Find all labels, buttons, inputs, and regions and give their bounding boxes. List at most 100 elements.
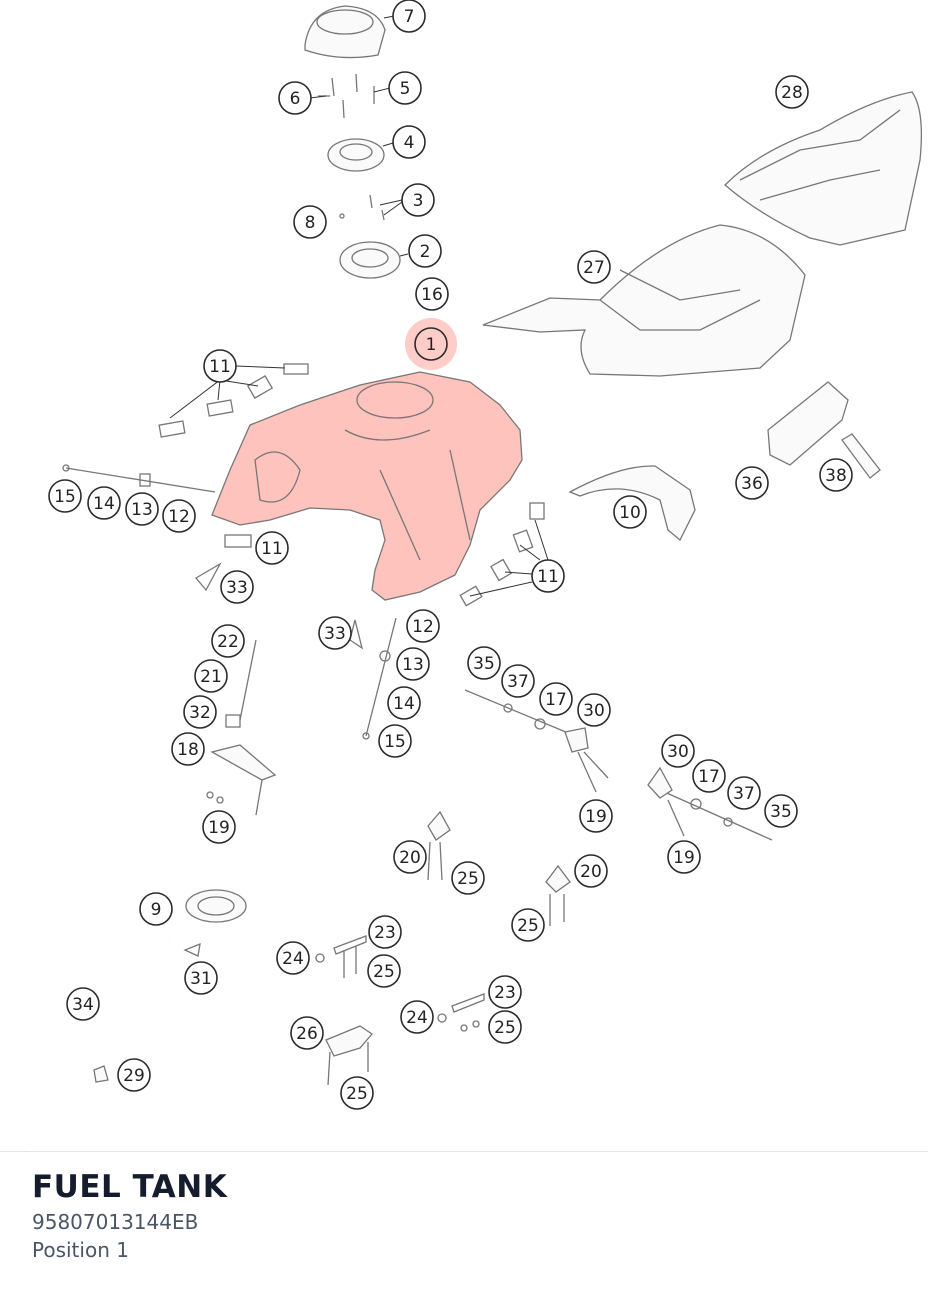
callout-c27[interactable]: 27 (577, 250, 611, 284)
callout-c7[interactable]: 7 (392, 0, 426, 33)
part-filler-cap[interactable] (327, 138, 385, 172)
callout-number: 6 (290, 89, 301, 109)
callout-number: 15 (54, 487, 76, 507)
callout-number: 24 (406, 1008, 428, 1028)
callout-c9[interactable]: 9 (139, 892, 173, 926)
part-bracket-right-lower[interactable] (647, 766, 773, 841)
part-tank-pads[interactable] (158, 363, 545, 650)
callout-c36[interactable]: 36 (735, 466, 769, 500)
callout-number: 30 (667, 742, 689, 762)
callout-circle (451, 861, 485, 895)
callout-c13b[interactable]: 13 (396, 647, 430, 681)
callout-c15b[interactable]: 15 (378, 724, 412, 758)
callout-circle (819, 458, 853, 492)
callout-c22[interactable]: 22 (211, 624, 245, 658)
callout-c6[interactable]: 6 (278, 81, 312, 115)
callout-c21[interactable]: 21 (194, 659, 228, 693)
callout-c12b[interactable]: 12 (406, 609, 440, 643)
callout-c23b[interactable]: 23 (488, 975, 522, 1009)
callout-c34[interactable]: 34 (66, 987, 100, 1021)
part-screws-mid[interactable] (339, 194, 385, 221)
callout-c11b[interactable]: 11 (255, 531, 289, 565)
callout-c25b[interactable]: 25 (511, 908, 545, 942)
part-bracket-20b[interactable] (545, 864, 571, 926)
part-bracket-left[interactable] (206, 639, 277, 816)
callout-c26[interactable]: 26 (290, 1016, 324, 1050)
callout-c32[interactable]: 32 (183, 695, 217, 729)
callout-c37a[interactable]: 37 (501, 664, 535, 698)
callout-c13a[interactable]: 13 (125, 492, 159, 526)
part-cover[interactable] (767, 381, 849, 466)
callout-c28[interactable]: 28 (775, 75, 809, 109)
part-bracket-23a[interactable] (315, 935, 367, 978)
callout-c25c[interactable]: 25 (367, 954, 401, 988)
callout-circle (117, 1058, 151, 1092)
part-rear-seat[interactable] (724, 91, 922, 246)
callout-c23a[interactable]: 23 (368, 915, 402, 949)
callout-c1[interactable]: 1 (414, 327, 448, 361)
callout-c11a[interactable]: 11 (203, 349, 237, 383)
part-bracket-20a[interactable] (427, 810, 451, 881)
callout-c25e[interactable]: 25 (340, 1076, 374, 1110)
part-screws-upper[interactable] (318, 73, 375, 119)
callout-c29[interactable]: 29 (117, 1058, 151, 1092)
part-fuel-tank[interactable] (211, 371, 523, 601)
part-front-seat[interactable] (482, 224, 806, 377)
callout-c12a[interactable]: 12 (162, 499, 196, 533)
callout-number: 2 (420, 242, 431, 262)
callout-c19b[interactable]: 19 (579, 799, 613, 833)
callout-c18[interactable]: 18 (171, 732, 205, 766)
callout-c8[interactable]: 8 (293, 205, 327, 239)
part-cap-cover[interactable] (304, 5, 386, 59)
callout-c10[interactable]: 10 (613, 495, 647, 529)
callout-c20a[interactable]: 20 (393, 840, 427, 874)
callout-circle (184, 961, 218, 995)
callout-c31[interactable]: 31 (184, 961, 218, 995)
callout-c24a[interactable]: 24 (276, 941, 310, 975)
callout-c25a[interactable]: 25 (451, 861, 485, 895)
callout-c17b[interactable]: 17 (692, 759, 726, 793)
part-bolt-left[interactable] (62, 464, 216, 493)
callout-c4[interactable]: 4 (392, 125, 426, 159)
callout-c2[interactable]: 2 (408, 234, 442, 268)
part-fuel-hose[interactable] (6, 937, 171, 1146)
callout-c19c[interactable]: 19 (667, 840, 701, 874)
callout-c35a[interactable]: 35 (467, 646, 501, 680)
callout-number: 25 (346, 1084, 368, 1104)
callout-number: 36 (741, 474, 763, 494)
callout-c3[interactable]: 3 (401, 183, 435, 217)
callout-circle (202, 810, 236, 844)
callout-c16[interactable]: 16 (415, 277, 449, 311)
callout-c25d[interactable]: 25 (488, 1010, 522, 1044)
part-bracket-23b[interactable] (437, 993, 485, 1032)
callout-c30b[interactable]: 30 (661, 734, 695, 768)
part-pump-ring[interactable] (183, 889, 247, 957)
part-fairing-bracket[interactable] (568, 465, 696, 542)
callout-c17a[interactable]: 17 (539, 682, 573, 716)
callout-c37b[interactable]: 37 (727, 776, 761, 810)
callout-c30a[interactable]: 30 (577, 693, 611, 727)
part-bracket-right-upper[interactable] (464, 689, 609, 793)
callout-circle (692, 759, 726, 793)
callout-c35b[interactable]: 35 (764, 794, 798, 828)
callout-circle (574, 854, 608, 888)
part-bracket-26[interactable] (325, 1025, 373, 1086)
callout-c33a[interactable]: 33 (220, 570, 254, 604)
callout-c24b[interactable]: 24 (400, 1000, 434, 1034)
callout-c14b[interactable]: 14 (387, 686, 421, 720)
callout-circle (667, 840, 701, 874)
callout-c15a[interactable]: 15 (48, 479, 82, 513)
callout-c19a[interactable]: 19 (202, 810, 236, 844)
callout-c11c[interactable]: 11 (531, 559, 565, 593)
part-filler-ring[interactable] (339, 241, 401, 279)
callout-number: 7 (404, 7, 415, 27)
callout-c33b[interactable]: 33 (318, 616, 352, 650)
callout-c38[interactable]: 38 (819, 458, 853, 492)
part-small-clip[interactable] (841, 433, 881, 479)
callout-circle (775, 75, 809, 109)
part-bolt-lower[interactable] (362, 617, 397, 740)
callout-c20b[interactable]: 20 (574, 854, 608, 888)
callout-c5[interactable]: 5 (388, 71, 422, 105)
callout-c14a[interactable]: 14 (87, 486, 121, 520)
callout-circle (211, 624, 245, 658)
